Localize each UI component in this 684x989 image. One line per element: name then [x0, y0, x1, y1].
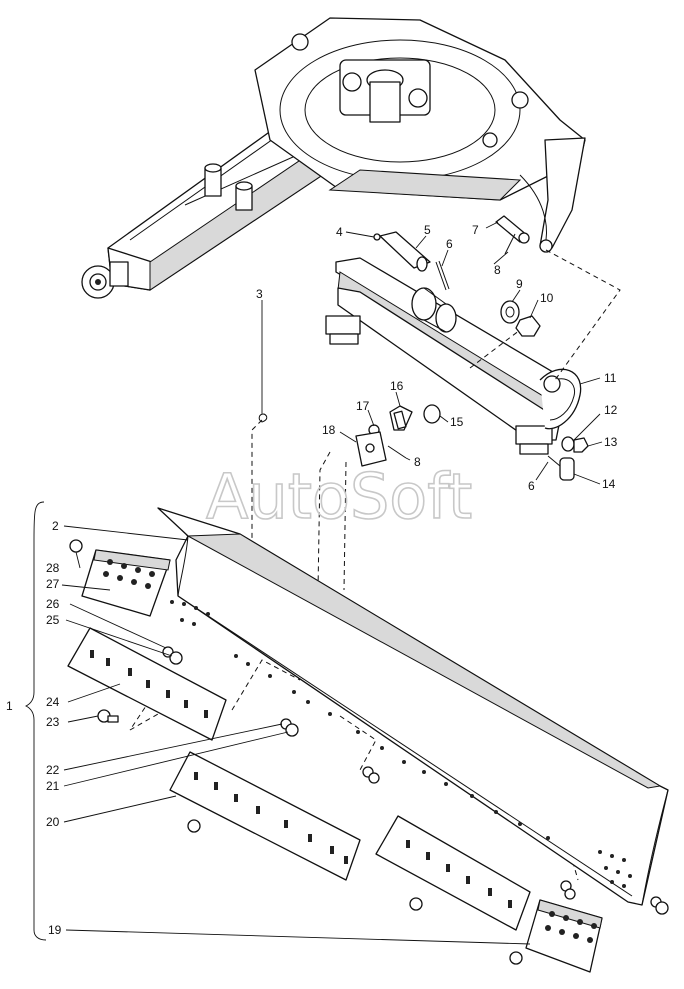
blade-2	[157, 507, 669, 906]
pin-3	[258, 413, 268, 423]
main-frame	[81, 17, 586, 299]
washer-15	[423, 404, 441, 424]
callout-13: 13	[604, 435, 618, 449]
callout-14: 14	[602, 477, 616, 491]
nut-13	[573, 437, 589, 453]
callout-8a: 8	[494, 263, 501, 277]
pin-5	[379, 231, 431, 269]
end-bit-19-right	[525, 899, 603, 973]
cotter-6b	[547, 455, 561, 467]
callout-6a: 6	[446, 237, 453, 251]
callout-12: 12	[604, 403, 618, 417]
pins-and-fasteners	[258, 215, 589, 481]
edge-fasteners	[69, 539, 669, 965]
blade-holes	[170, 600, 632, 888]
cotter-6a	[435, 261, 447, 291]
callout-24: 24	[46, 695, 60, 709]
callout-17: 17	[356, 399, 370, 413]
callout-19: 19	[48, 923, 62, 937]
callout-28: 28	[46, 561, 60, 575]
pin-4	[373, 233, 381, 241]
cutting-edge-24	[67, 627, 227, 741]
callout-8b: 8	[414, 455, 421, 469]
end-bit-27-left	[81, 549, 171, 617]
washer-12	[561, 436, 575, 452]
callout-1: 1	[6, 699, 13, 713]
callout-6b: 6	[528, 479, 535, 493]
callout-11: 11	[604, 371, 617, 385]
callout-16: 16	[390, 379, 404, 393]
callout-3: 3	[256, 287, 263, 301]
cotter-8a	[504, 233, 516, 255]
callout-21: 21	[46, 779, 60, 793]
cutting-edge-20	[169, 751, 361, 881]
callout-25: 25	[46, 613, 60, 627]
callout-9: 9	[516, 277, 523, 291]
assembly-bracket-1	[24, 501, 47, 941]
cotter-8b	[387, 445, 407, 459]
callout-labels: 1 2 3 4 5 6 6 7 8 8 9 10 11 12 13 14 15 …	[6, 223, 618, 937]
callout-26: 26	[46, 597, 60, 611]
watermark: AutoSoft	[206, 460, 472, 533]
callout-20: 20	[46, 815, 60, 829]
callout-22: 22	[46, 763, 60, 777]
nut-21	[285, 723, 299, 737]
callout-7: 7	[472, 223, 479, 237]
nut-25	[169, 651, 183, 665]
callout-23: 23	[46, 715, 60, 729]
callout-4: 4	[336, 225, 343, 239]
leader-lines	[61, 221, 603, 945]
callout-5: 5	[424, 223, 431, 237]
bolt-28	[69, 539, 83, 553]
cutting-edge-middle	[375, 815, 531, 931]
callout-27: 27	[46, 577, 60, 591]
push-frame	[325, 257, 582, 455]
callout-18: 18	[322, 423, 336, 437]
callout-2: 2	[52, 519, 59, 533]
callout-10: 10	[540, 291, 554, 305]
callout-15: 15	[450, 415, 464, 429]
pin-14	[559, 457, 575, 481]
nut-10	[515, 315, 541, 337]
washer-9	[500, 300, 520, 324]
